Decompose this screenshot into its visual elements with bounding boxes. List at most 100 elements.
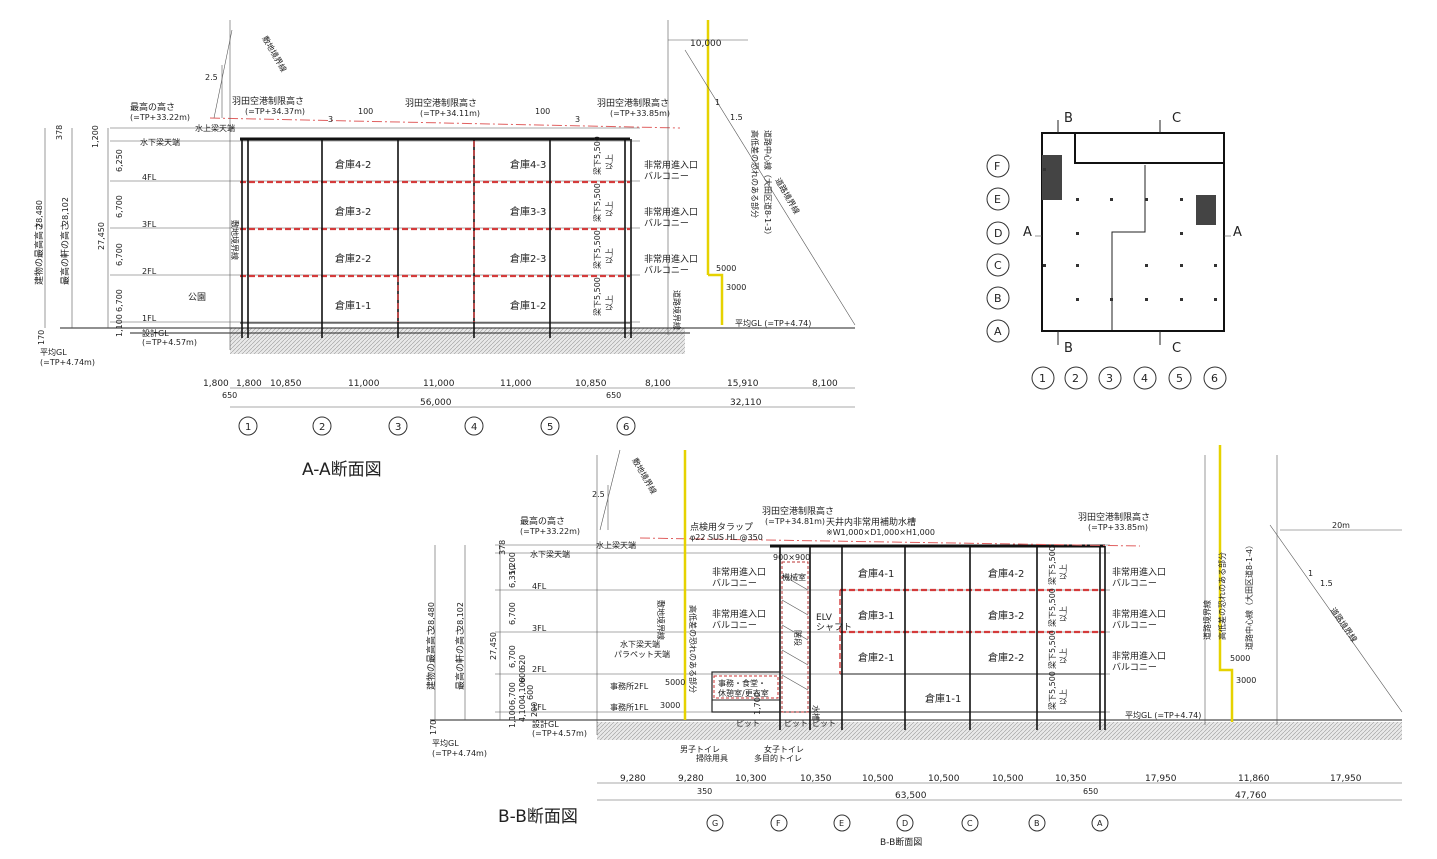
svg-text:2FL: 2FL: [532, 665, 547, 674]
aa-haneda-label-2: 羽田空港制限高さ: [405, 97, 477, 109]
svg-text:(=TP+34.81m): (=TP+34.81m): [765, 517, 825, 526]
svg-text:F: F: [776, 819, 781, 828]
svg-text:600: 600: [518, 668, 527, 683]
plan-row-markers: F E D C B A: [986, 154, 1010, 343]
svg-text:56,000: 56,000: [420, 398, 452, 408]
svg-text:A: A: [1097, 819, 1103, 828]
svg-text:非常用進入口: 非常用進入口: [644, 206, 698, 218]
aa-grid-markers: 1 2 3 4 5 6: [238, 416, 636, 436]
svg-text:1: 1: [715, 98, 720, 107]
svg-text:28,102: 28,102: [456, 602, 465, 630]
svg-text:3: 3: [575, 115, 580, 124]
svg-text:9,280: 9,280: [678, 774, 704, 784]
svg-text:4FL: 4FL: [532, 582, 547, 591]
svg-text:φ22 SUS HL @350: φ22 SUS HL @350: [690, 533, 763, 542]
svg-text:4FL: 4FL: [142, 173, 157, 182]
svg-text:2: 2: [319, 422, 325, 433]
svg-text:シャフト: シャフト: [816, 623, 852, 633]
key-plan: A A B B C C F E D C B A 1 2 3 4 5 6: [986, 111, 1242, 390]
svg-text:以上: 以上: [605, 154, 614, 170]
bb-ground-hatch: [597, 722, 1402, 740]
svg-text:100: 100: [535, 107, 550, 116]
svg-text:A: A: [1023, 225, 1032, 240]
svg-text:1FL: 1FL: [532, 703, 547, 712]
svg-text:G: G: [712, 819, 718, 828]
svg-text:水下梁天端: 水下梁天端: [140, 137, 180, 147]
svg-text:羽田空港制限高さ: 羽田空港制限高さ: [762, 505, 834, 517]
svg-text:事務・食堂・: 事務・食堂・: [718, 678, 766, 688]
svg-text:以上: 以上: [1059, 648, 1068, 664]
svg-text:F: F: [994, 160, 1000, 173]
svg-text:17,950: 17,950: [1330, 774, 1362, 784]
svg-text:以上: 以上: [1059, 564, 1068, 580]
aa-ground-hatch: [230, 328, 685, 354]
svg-text:点検用タラップ: 点検用タラップ: [690, 521, 753, 533]
aa-labels: 最高の高さ (=TP+33.22m) 羽田空港制限高さ (=TP+34.37m)…: [33, 34, 838, 480]
svg-text:10,300: 10,300: [735, 774, 767, 784]
svg-text:8,100: 8,100: [812, 379, 838, 389]
svg-text:ELV: ELV: [816, 613, 833, 623]
svg-text:B: B: [1034, 819, 1040, 828]
svg-text:3000: 3000: [1236, 676, 1256, 685]
svg-text:3: 3: [1106, 372, 1113, 385]
svg-text:6,250: 6,250: [115, 149, 124, 172]
svg-text:3: 3: [395, 422, 401, 433]
aa-room: 倉庫1-1: [335, 299, 371, 312]
svg-text:5000: 5000: [716, 264, 736, 273]
svg-text:掃除用具: 掃除用具: [696, 753, 728, 763]
aa-room: 倉庫3-2: [335, 205, 371, 218]
svg-text:620: 620: [518, 655, 527, 670]
svg-text:28,480: 28,480: [35, 200, 44, 228]
svg-text:6,700: 6,700: [508, 645, 517, 668]
svg-text:(=TP+34.37m): (=TP+34.37m): [245, 107, 305, 116]
svg-text:道路境界線: 道路境界線: [1328, 605, 1359, 644]
bb-section-title: B-B断面図: [498, 807, 578, 827]
svg-text:梁下5,500: 梁下5,500: [1048, 671, 1057, 710]
svg-text:D: D: [994, 227, 1002, 240]
bb-caption: B-B断面図: [880, 836, 922, 848]
svg-text:1,200: 1,200: [508, 552, 517, 575]
svg-text:(=TP+4.74m): (=TP+4.74m): [432, 749, 487, 758]
svg-text:高低差の恐れのある部分: 高低差の恐れのある部分: [750, 130, 760, 218]
svg-text:27,450: 27,450: [489, 632, 498, 660]
svg-text:以上: 以上: [1059, 606, 1068, 622]
svg-text:(=TP+34.11m): (=TP+34.11m): [420, 109, 480, 118]
svg-text:100: 100: [358, 107, 373, 116]
svg-text:10,500: 10,500: [862, 774, 894, 784]
svg-text:B: B: [994, 292, 1002, 305]
svg-text:(=TP+33.85m): (=TP+33.85m): [610, 109, 670, 118]
svg-text:2.5: 2.5: [592, 490, 605, 499]
svg-text:道路中心線（大田区道8-1-4）: 道路中心線（大田区道8-1-4）: [1244, 541, 1254, 650]
bb-room: 倉庫4-2: [988, 567, 1024, 580]
svg-text:非常用進入口: 非常用進入口: [1112, 566, 1166, 578]
svg-text:47,760: 47,760: [1235, 791, 1267, 801]
svg-text:11,000: 11,000: [423, 379, 455, 389]
svg-text:10,500: 10,500: [992, 774, 1024, 784]
svg-text:道路境界線: 道路境界線: [672, 290, 682, 330]
svg-text:高低差の恐れのある部分: 高低差の恐れのある部分: [1217, 552, 1227, 640]
aa-room: 倉庫2-3: [510, 252, 546, 265]
svg-text:10,350: 10,350: [1055, 774, 1087, 784]
svg-text:C: C: [1172, 111, 1181, 126]
svg-text:道路境界線: 道路境界線: [1202, 600, 1212, 640]
svg-text:10,500: 10,500: [928, 774, 960, 784]
svg-text:350: 350: [697, 787, 712, 796]
aa-haneda-limit-line: [209, 117, 681, 129]
aa-max-height-label: 最高の高さ: [130, 101, 175, 113]
svg-text:事務所1FL: 事務所1FL: [610, 702, 649, 712]
svg-text:170: 170: [37, 330, 46, 345]
svg-text:1,700: 1,700: [753, 692, 762, 715]
svg-text:設計GL: 設計GL: [142, 328, 169, 338]
svg-text:敷地境界線: 敷地境界線: [230, 220, 240, 260]
svg-text:非常用進入口: 非常用進入口: [644, 253, 698, 265]
svg-text:以上: 以上: [605, 201, 614, 217]
svg-text:平均GL (=TP+4.74): 平均GL (=TP+4.74): [1125, 710, 1201, 720]
bb-room: 倉庫3-2: [988, 609, 1024, 622]
svg-text:※W1,000×D1,000×H1,000: ※W1,000×D1,000×H1,000: [826, 528, 935, 537]
svg-text:8,100: 8,100: [645, 379, 671, 389]
aa-room: 倉庫1-2: [510, 299, 546, 312]
svg-text:水槽: 水槽: [811, 705, 821, 721]
svg-text:11,000: 11,000: [500, 379, 532, 389]
svg-text:非常用進入口: 非常用進入口: [712, 608, 766, 620]
svg-text:機械室: 機械室: [782, 572, 806, 582]
